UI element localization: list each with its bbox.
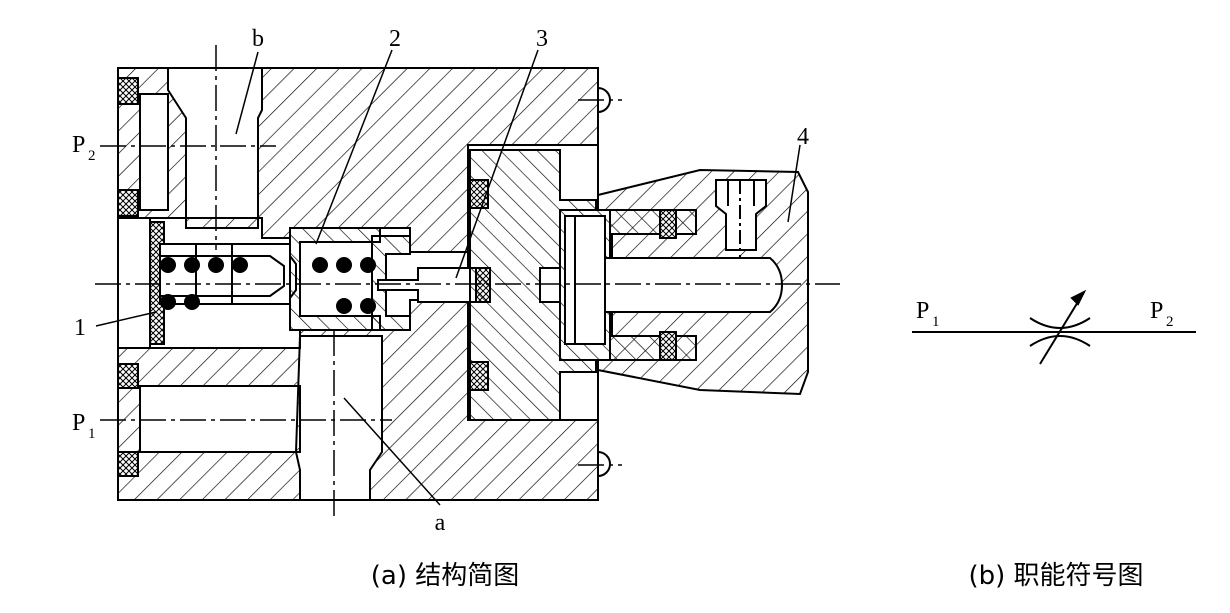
spring-coils [160, 257, 376, 314]
label-3: 3 [536, 26, 548, 52]
label-p1-left: P [72, 410, 85, 436]
label-p1-left-sub: 1 [88, 426, 96, 442]
label-a: a [435, 510, 446, 536]
label-p1-right: P [916, 298, 929, 324]
sleeve [289, 227, 381, 331]
label-p2-left-sub: 2 [88, 148, 96, 164]
symbol-labels: P 1 P 2 [916, 298, 1174, 330]
label-b: b [252, 26, 264, 52]
shaft [604, 257, 784, 313]
throttle-symbol [912, 289, 1196, 365]
label-p1-right-sub: 1 [932, 314, 940, 330]
structure-section-drawing [95, 45, 840, 520]
label-p2-right-sub: 2 [1166, 314, 1174, 330]
label-4: 4 [797, 124, 809, 150]
label-1: 1 [74, 315, 86, 341]
label-2: 2 [389, 26, 401, 52]
end-cap [117, 217, 151, 349]
caption-b: (b) 职能符号图 [968, 561, 1143, 591]
structure-labels: b 2 3 4 1 a P 2 P 1 [72, 26, 809, 536]
label-p2-left: P [72, 132, 85, 158]
caption-a: (a) 结构简图 [371, 561, 520, 591]
label-p2-right: P [1150, 298, 1163, 324]
